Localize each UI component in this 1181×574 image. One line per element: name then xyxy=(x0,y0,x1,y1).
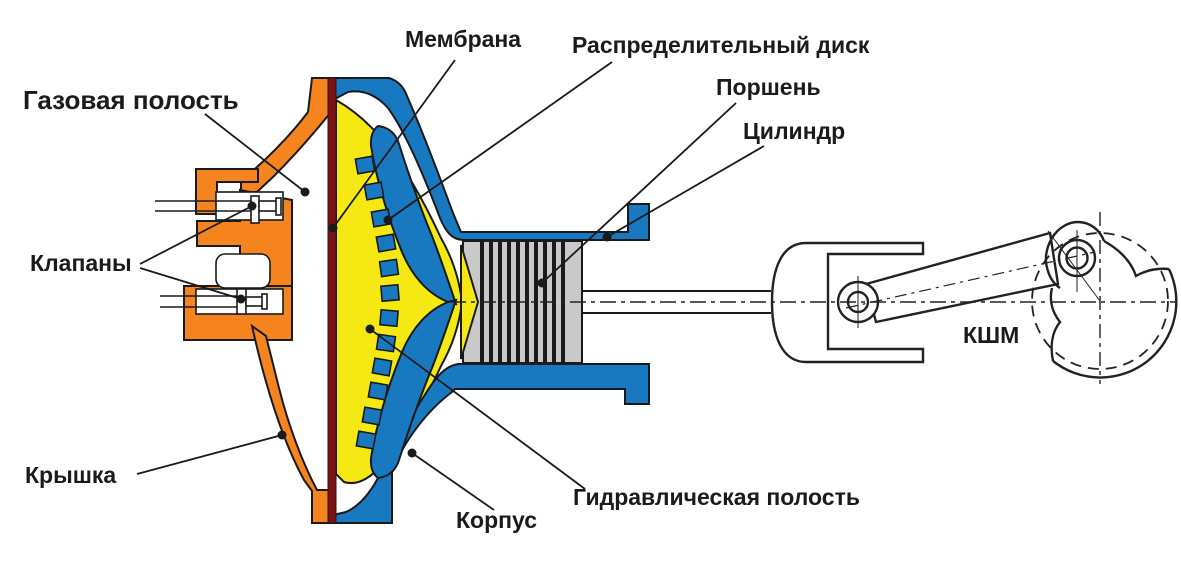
crank-pitch-circle xyxy=(1031,232,1169,370)
counterweight-arc xyxy=(1052,268,1178,379)
label-membrane: Мембрана xyxy=(405,26,522,52)
leader-membrane xyxy=(332,59,456,229)
leader-piston xyxy=(541,102,737,284)
label-distribution-disk: Распределительный диск xyxy=(572,32,870,58)
distribution-disk-holes xyxy=(354,155,400,450)
membrane-line xyxy=(327,77,337,524)
leader-valve-lower xyxy=(139,267,242,300)
leader-gas-cavity xyxy=(204,113,306,193)
label-cover: Крышка xyxy=(25,462,117,488)
rod-centerline xyxy=(845,251,1096,309)
leader-cylinder xyxy=(606,145,765,238)
leader-lines xyxy=(136,59,765,511)
cover-inner-notch xyxy=(215,253,271,289)
label-cylinder: Цилиндр xyxy=(743,118,846,144)
label-body: Корпус xyxy=(456,507,538,533)
label-crank-mechanism: КШМ xyxy=(963,322,1020,348)
connecting-rod-shape xyxy=(864,231,1060,324)
centerlines xyxy=(450,212,1176,384)
label-valves: Клапаны xyxy=(30,250,132,276)
distribution-disk-wall-lower xyxy=(369,298,458,480)
crosshead-shape xyxy=(770,241,925,364)
crank-mechanism-drawing xyxy=(770,220,1178,379)
leader-distribution-disk xyxy=(387,61,613,221)
leader-body xyxy=(411,452,495,511)
label-gas-cavity: Газовая полость xyxy=(23,85,239,115)
label-hydraulic-cavity: Гидравлическая полость xyxy=(573,484,860,510)
body-lower-shape xyxy=(332,363,650,524)
leader-cover xyxy=(136,434,283,475)
leader-valve-upper xyxy=(139,205,253,265)
piston-rod xyxy=(582,290,771,314)
leader-hydraulic-cavity xyxy=(369,328,586,490)
label-piston: Поршень xyxy=(716,74,821,100)
